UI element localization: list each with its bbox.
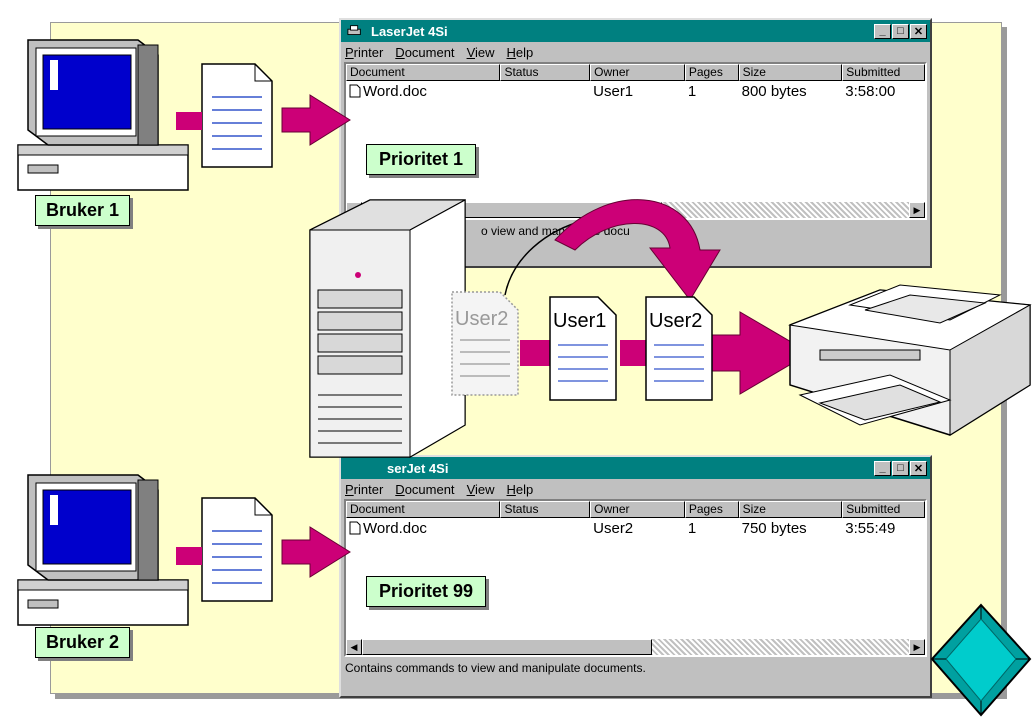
computer-icon-user1 bbox=[17, 39, 189, 191]
print-queue-window-bottom: serJet 4Si _ □ ✕ Printer Document View H… bbox=[339, 455, 932, 698]
column-headers: Document Status Owner Pages Size Submitt… bbox=[346, 64, 925, 81]
col-size[interactable]: Size bbox=[738, 64, 843, 81]
menu-printer[interactable]: Printer bbox=[345, 481, 384, 497]
queue-doc-first-label: User1 bbox=[553, 310, 607, 332]
row-document: Word.doc bbox=[363, 519, 427, 537]
col-size[interactable]: Size bbox=[738, 501, 843, 518]
row-owner: User1 bbox=[593, 82, 634, 100]
queue-document-second bbox=[645, 296, 713, 401]
row-pages: 1 bbox=[687, 82, 697, 100]
printer-device-icon bbox=[788, 284, 1032, 436]
window-title: serJet 4Si bbox=[387, 460, 449, 476]
row-document: Word.doc bbox=[363, 82, 427, 100]
queue-document-first bbox=[549, 296, 617, 401]
row-owner: User2 bbox=[593, 519, 634, 537]
table-row[interactable]: Word.doc User2 1 750 bytes 3:55:49 bbox=[346, 518, 925, 538]
user-label-top: Bruker 1 bbox=[35, 195, 131, 226]
menu-document[interactable]: Document bbox=[395, 44, 455, 60]
row-submitted: 3:55:49 bbox=[845, 519, 896, 537]
queue-doc-ghost-label: User2 bbox=[455, 308, 509, 330]
queue-doc-second-label: User2 bbox=[649, 310, 703, 332]
queue-arrow-seg2 bbox=[620, 340, 648, 366]
server-icon bbox=[309, 199, 466, 458]
status-text: Contains commands to view and manipulate… bbox=[345, 661, 646, 675]
next-slide-diamond-icon[interactable] bbox=[928, 601, 1034, 719]
document-icon bbox=[349, 84, 361, 98]
col-document[interactable]: Document bbox=[346, 64, 501, 81]
window-titlebar[interactable]: serJet 4Si _ □ ✕ bbox=[341, 457, 930, 479]
scroll-right-icon[interactable]: ▶ bbox=[909, 639, 925, 655]
priority-label-bottom: Prioritet 99 bbox=[366, 576, 487, 607]
menu-view[interactable]: View bbox=[466, 44, 495, 60]
arrow-to-window-top bbox=[281, 94, 351, 146]
document-sheet-user1 bbox=[201, 63, 273, 168]
priority-label-top: Prioritet 1 bbox=[366, 144, 477, 175]
scroll-right-icon[interactable]: ▶ bbox=[909, 202, 925, 218]
maximize-icon[interactable]: □ bbox=[892, 23, 909, 39]
row-size: 800 bytes bbox=[741, 82, 807, 100]
scroll-thumb[interactable] bbox=[362, 639, 652, 655]
document-sheet-user2 bbox=[201, 497, 273, 602]
minimize-icon[interactable]: _ bbox=[874, 460, 891, 476]
close-icon[interactable]: ✕ bbox=[910, 23, 927, 39]
menu-bar: Printer Document View Help bbox=[341, 479, 930, 499]
menu-help[interactable]: Help bbox=[506, 481, 534, 497]
queue-arrow-seg1 bbox=[520, 340, 555, 366]
queue-document-ghost bbox=[451, 291, 519, 396]
col-owner[interactable]: Owner bbox=[590, 501, 685, 518]
arrow-stub-user1 bbox=[176, 112, 202, 130]
document-icon bbox=[349, 521, 361, 535]
user-label-bottom: Bruker 2 bbox=[35, 627, 131, 658]
row-pages: 1 bbox=[687, 519, 697, 537]
col-submitted[interactable]: Submitted bbox=[842, 64, 925, 81]
maximize-icon[interactable]: □ bbox=[892, 460, 909, 476]
menu-document[interactable]: Document bbox=[395, 481, 455, 497]
col-pages[interactable]: Pages bbox=[684, 501, 739, 518]
document-list: Document Status Owner Pages Size Submitt… bbox=[344, 62, 927, 220]
close-icon[interactable]: ✕ bbox=[910, 460, 927, 476]
col-submitted[interactable]: Submitted bbox=[842, 501, 925, 518]
menu-view[interactable]: View bbox=[466, 481, 495, 497]
window-titlebar[interactable]: LaserJet 4Si _ □ ✕ bbox=[341, 20, 930, 42]
col-pages[interactable]: Pages bbox=[684, 64, 739, 81]
menu-printer[interactable]: Printer bbox=[345, 44, 384, 60]
col-status[interactable]: Status bbox=[500, 501, 591, 518]
table-row[interactable]: Word.doc User1 1 800 bytes 3:58:00 bbox=[346, 81, 925, 101]
arrow-to-printer bbox=[711, 311, 811, 395]
row-size: 750 bytes bbox=[741, 519, 807, 537]
row-submitted: 3:58:00 bbox=[845, 82, 896, 100]
window-title: LaserJet 4Si bbox=[371, 23, 448, 39]
curved-reorder-arrow bbox=[554, 199, 721, 301]
printer-icon bbox=[347, 25, 361, 35]
computer-icon-user2 bbox=[17, 474, 189, 626]
col-status[interactable]: Status bbox=[500, 64, 591, 81]
menu-bar: Printer Document View Help bbox=[341, 42, 930, 62]
col-owner[interactable]: Owner bbox=[590, 64, 685, 81]
minimize-icon[interactable]: _ bbox=[874, 23, 891, 39]
col-document[interactable]: Document bbox=[346, 501, 501, 518]
menu-help[interactable]: Help bbox=[506, 44, 534, 60]
column-headers: Document Status Owner Pages Size Submitt… bbox=[346, 501, 925, 518]
status-bar: Contains commands to view and manipulate… bbox=[341, 657, 930, 679]
scroll-left-icon[interactable]: ◀ bbox=[346, 639, 362, 655]
arrow-to-window-bottom bbox=[281, 526, 351, 578]
horizontal-scrollbar[interactable]: ◀ ▶ bbox=[346, 639, 925, 655]
arrow-stub-user2 bbox=[176, 547, 202, 565]
